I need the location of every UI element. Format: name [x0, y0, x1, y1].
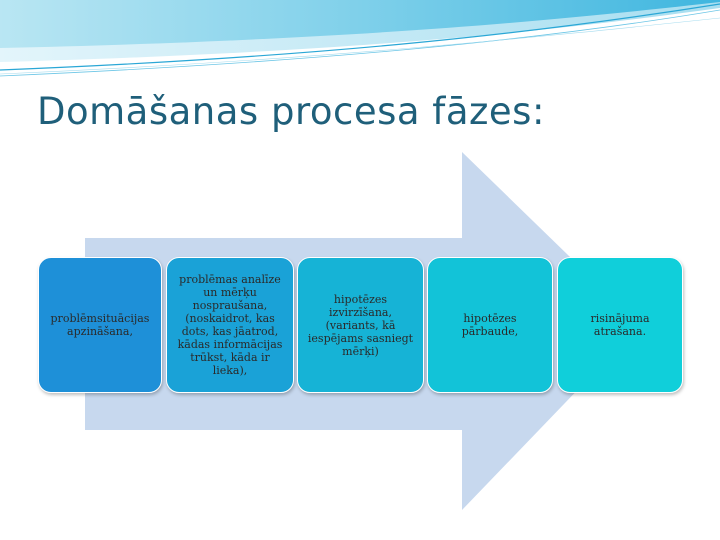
step-box-3: hipotēzes izvirzīšana, (variants, kā ies…: [297, 257, 424, 393]
step-box-1: problēmsituācijas apzināšana,: [38, 257, 162, 393]
step-text-5: risinājuma atrašana.: [590, 312, 650, 338]
step-text-2: problēmas analīze un mērķu nospraušana, …: [177, 273, 283, 377]
step-box-4: hipotēzes pārbaude,: [427, 257, 553, 393]
step-text-4: hipotēzes pārbaude,: [461, 312, 519, 338]
step-box-5: risinājuma atrašana.: [557, 257, 683, 393]
header-swoosh-decoration: [0, 0, 720, 77]
step-box-2: problēmas analīze un mērķu nospraušana, …: [166, 257, 294, 393]
step-text-1: problēmsituācijas apzināšana,: [50, 312, 150, 338]
slide-title: Domāšanas procesa fāzes:: [37, 90, 545, 133]
step-text-3: hipotēzes izvirzīšana, (variants, kā ies…: [307, 292, 414, 358]
